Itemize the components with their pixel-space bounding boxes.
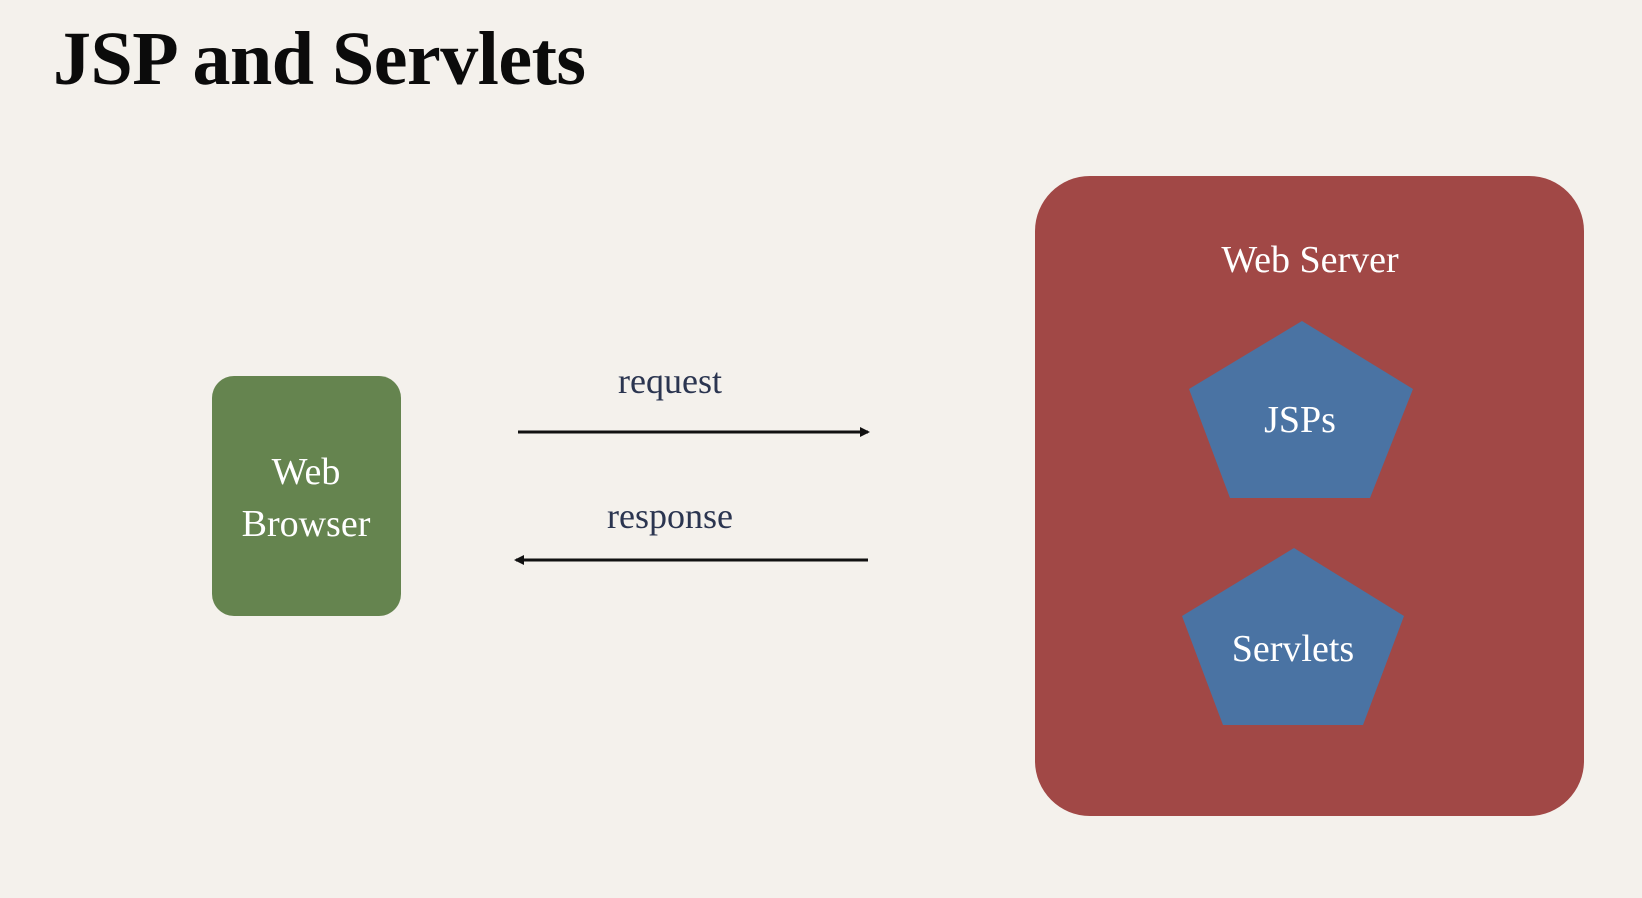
jsps-component: JSPs xyxy=(1189,321,1413,498)
request-connection: request xyxy=(518,361,870,437)
request-label: request xyxy=(618,361,722,401)
servlets-label: Servlets xyxy=(1232,628,1354,670)
response-label: response xyxy=(607,496,733,536)
jsps-pentagon xyxy=(1189,321,1413,498)
servlets-component: Servlets xyxy=(1182,548,1404,725)
servlets-pentagon xyxy=(1182,548,1404,725)
web-server-label: Web Server xyxy=(1221,239,1399,281)
web-server-node: Web Server JSPs Servlets xyxy=(1035,176,1584,816)
web-browser-node: Web Browser xyxy=(212,376,401,616)
web-browser-box xyxy=(212,376,401,616)
jsps-label: JSPs xyxy=(1264,399,1336,441)
web-browser-label-line2: Browser xyxy=(242,503,371,545)
slide-title: JSP and Servlets xyxy=(53,17,586,101)
response-connection: response xyxy=(514,496,868,565)
web-browser-label-line1: Web xyxy=(272,451,341,493)
